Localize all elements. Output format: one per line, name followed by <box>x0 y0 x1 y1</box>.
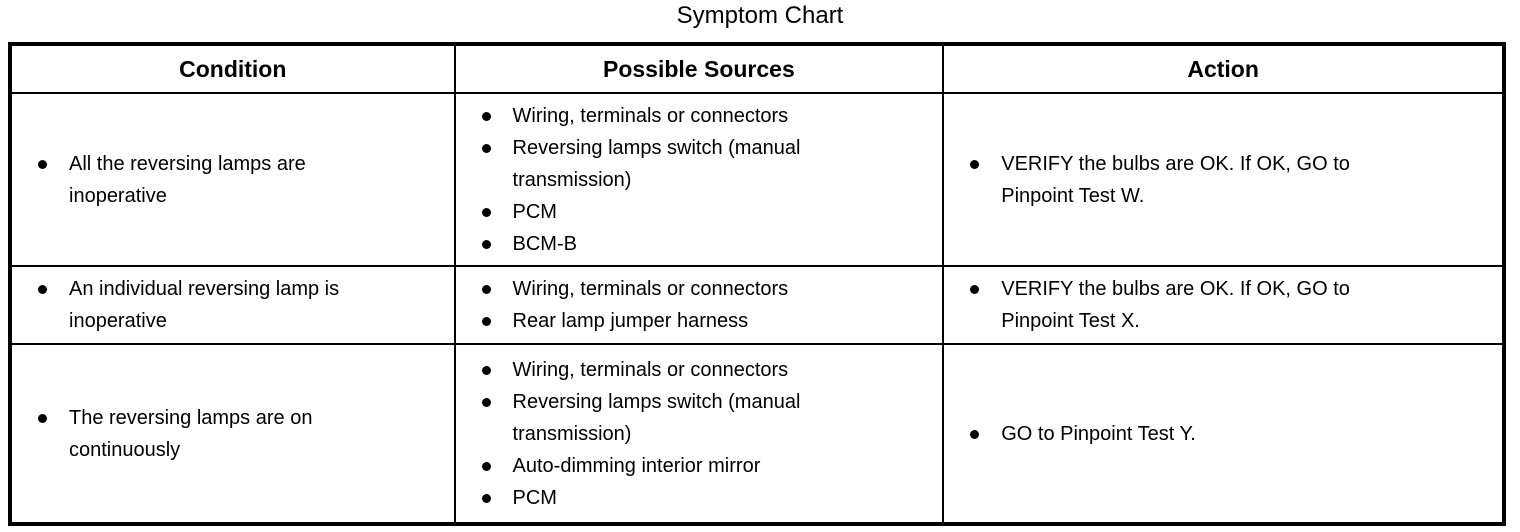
page-title: Symptom Chart <box>676 2 844 29</box>
list-item: Rear lamp jumper harness <box>481 305 933 337</box>
bullet-icon <box>38 413 47 423</box>
sources-list: Wiring, terminals or connectors Reversin… <box>481 100 933 260</box>
list-item: GO to Pinpoint Test Y. <box>970 418 1492 450</box>
column-header-possible-sources: Possible Sources <box>453 45 945 94</box>
bullet-icon <box>970 285 980 294</box>
list-item: Reversing lamps switch (manual transmiss… <box>481 132 933 196</box>
bullet-icon <box>481 397 491 407</box>
bullet-icon <box>481 365 491 375</box>
sources-list: Wiring, terminals or connectors Reversin… <box>481 354 933 514</box>
list-item: BCM-B <box>481 228 933 260</box>
action-list: GO to Pinpoint Test Y. <box>970 418 1492 450</box>
bullet-icon <box>481 285 491 294</box>
sources-cell: Wiring, terminals or connectors Rear lam… <box>453 265 945 345</box>
list-item: All the reversing lamps are inoperative <box>38 148 444 212</box>
condition-list: The reversing lamps are on continuously <box>38 402 444 466</box>
list-item: Wiring, terminals or connectors <box>481 273 933 305</box>
symptom-table-frame: Condition Possible Sources Action All th… <box>8 42 1506 526</box>
header-row: Condition Possible Sources Action <box>11 45 1503 94</box>
sources-cell: Wiring, terminals or connectors Reversin… <box>453 92 945 267</box>
table-row: All the reversing lamps are inoperative … <box>11 92 1503 267</box>
sources-list: Wiring, terminals or connectors Rear lam… <box>481 273 933 337</box>
bullet-icon <box>481 317 491 326</box>
bullet-icon <box>481 111 491 121</box>
list-item: The reversing lamps are on continuously <box>38 402 444 466</box>
action-cell: GO to Pinpoint Test Y. <box>942 343 1503 523</box>
bullet-icon <box>481 493 491 503</box>
list-item: Wiring, terminals or connectors <box>481 354 933 386</box>
bullet-icon <box>970 429 980 439</box>
list-item-text: PCM <box>512 486 557 509</box>
bullet-icon <box>38 285 47 294</box>
list-item-text: An individual reversing lamp is inoperat… <box>69 278 340 332</box>
list-item-text: BCM-B <box>512 232 577 255</box>
list-item-text: All the reversing lamps are inoperative <box>69 152 306 207</box>
list-item-text: Reversing lamps switch (manual transmiss… <box>512 136 801 191</box>
action-cell: VERIFY the bulbs are OK. If OK, GO to Pi… <box>942 265 1503 345</box>
list-item: PCM <box>481 196 933 228</box>
condition-list: An individual reversing lamp is inoperat… <box>38 273 444 337</box>
bullet-icon <box>38 159 47 169</box>
condition-cell: All the reversing lamps are inoperative <box>11 92 456 267</box>
list-item-text: Auto-dimming interior mirror <box>512 454 761 477</box>
symptom-table: Condition Possible Sources Action All th… <box>11 45 1503 523</box>
bullet-icon <box>481 143 491 153</box>
list-item: An individual reversing lamp is inoperat… <box>38 273 444 337</box>
condition-cell: The reversing lamps are on continuously <box>11 343 456 523</box>
list-item-text: Wiring, terminals or connectors <box>512 358 789 381</box>
action-list: VERIFY the bulbs are OK. If OK, GO to Pi… <box>970 148 1492 212</box>
list-item: Auto-dimming interior mirror <box>481 450 933 482</box>
bullet-icon <box>970 159 980 169</box>
list-item-text: VERIFY the bulbs are OK. If OK, GO to Pi… <box>1001 278 1350 332</box>
bullet-icon <box>481 239 491 249</box>
list-item: PCM <box>481 482 933 514</box>
list-item: Reversing lamps switch (manual transmiss… <box>481 386 933 450</box>
list-item-text: GO to Pinpoint Test Y. <box>1001 422 1196 445</box>
list-item-text: Reversing lamps switch (manual transmiss… <box>512 390 801 445</box>
bullet-icon <box>481 461 491 471</box>
list-item-text: Rear lamp jumper harness <box>512 310 749 332</box>
sources-cell: Wiring, terminals or connectors Reversin… <box>453 343 945 523</box>
column-header-condition: Condition <box>11 45 456 94</box>
list-item: VERIFY the bulbs are OK. If OK, GO to Pi… <box>970 273 1492 337</box>
list-item: VERIFY the bulbs are OK. If OK, GO to Pi… <box>970 148 1492 212</box>
table-row: An individual reversing lamp is inoperat… <box>11 265 1503 345</box>
list-item-text: Wiring, terminals or connectors <box>512 104 789 127</box>
list-item-text: VERIFY the bulbs are OK. If OK, GO to Pi… <box>1001 152 1350 207</box>
column-header-action: Action <box>942 45 1503 94</box>
table-row: The reversing lamps are on continuously … <box>11 343 1503 523</box>
list-item: Wiring, terminals or connectors <box>481 100 933 132</box>
condition-cell: An individual reversing lamp is inoperat… <box>11 265 456 345</box>
condition-list: All the reversing lamps are inoperative <box>38 148 444 212</box>
list-item-text: PCM <box>512 200 557 223</box>
list-item-text: The reversing lamps are on continuously <box>69 406 313 461</box>
action-cell: VERIFY the bulbs are OK. If OK, GO to Pi… <box>942 92 1503 267</box>
bullet-icon <box>481 207 491 217</box>
action-list: VERIFY the bulbs are OK. If OK, GO to Pi… <box>970 273 1492 337</box>
list-item-text: Wiring, terminals or connectors <box>512 278 789 300</box>
